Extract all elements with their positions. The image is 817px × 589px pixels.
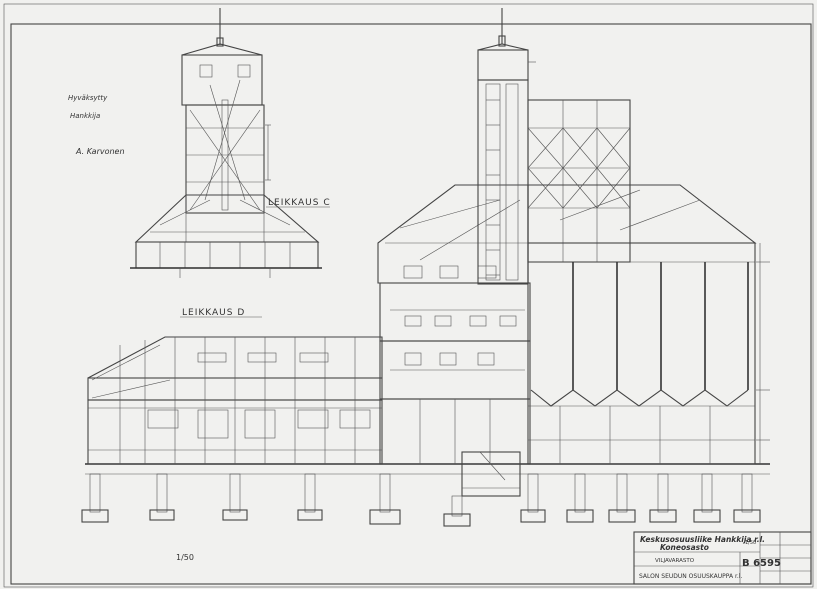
- note-signature: A. Karvonen: [75, 147, 125, 156]
- title-scale: 1/50: [745, 540, 756, 546]
- department-name: Koneosasto: [660, 543, 709, 552]
- handwritten-approval-note: Hyväksytty Hankkija A. Karvonen: [68, 94, 125, 156]
- building-name: VILJAVARASTO: [655, 558, 695, 564]
- section-c-drawing: [130, 8, 322, 278]
- foundations: [81, 473, 761, 527]
- outer-border: [3, 3, 814, 588]
- scale-note: 1/50: [176, 553, 194, 562]
- client-name: SALON SEUDUN OSUUSKAUPPA r.l.: [639, 573, 742, 580]
- company-name: Keskusosuusliike Hankkija r.l.: [640, 535, 765, 544]
- section-d-drawing: [85, 8, 770, 497]
- note-line-2: Hankkija: [70, 112, 100, 120]
- title-block: Keskusosuusliike Hankkija r.l. Koneosast…: [633, 531, 812, 585]
- drawing-border: [10, 23, 812, 585]
- section-d-label: LEIKKAUS D: [182, 308, 245, 318]
- drawing-number: B 6595: [742, 558, 781, 569]
- note-line-1: Hyväksytty: [68, 94, 108, 102]
- section-c-label: LEIKKAUS C: [268, 198, 331, 208]
